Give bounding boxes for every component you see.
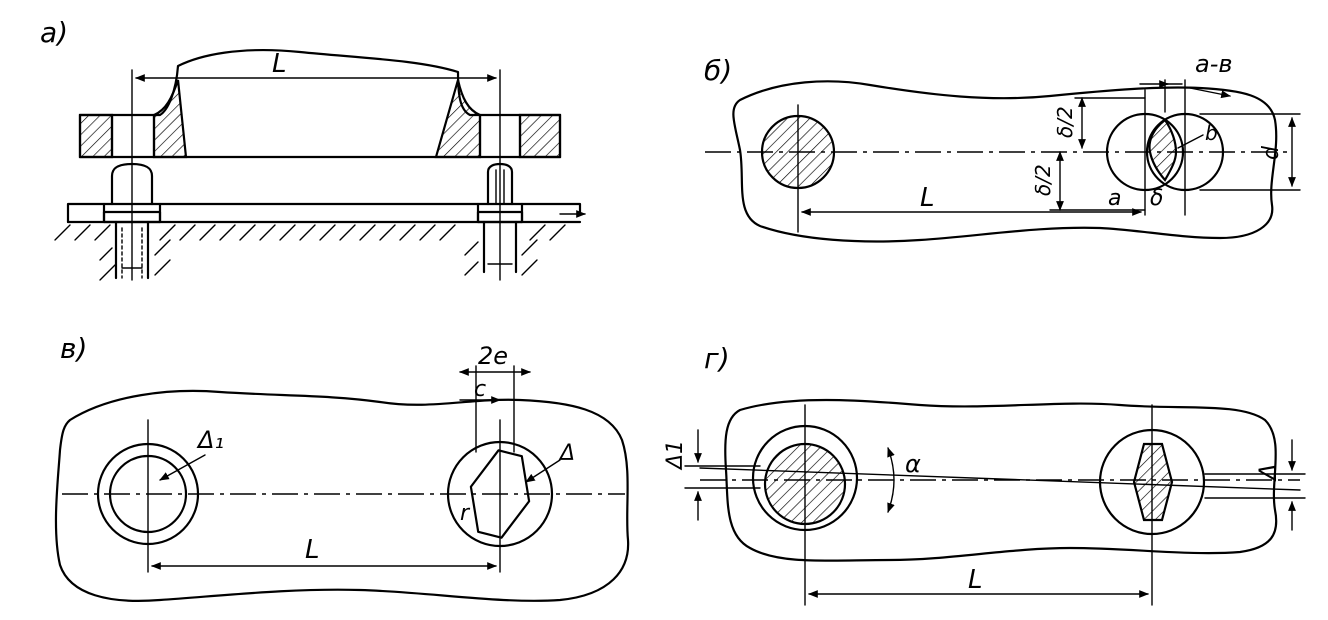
overlap-hatch-b bbox=[1148, 118, 1178, 182]
workpiece-outline-v bbox=[54, 389, 630, 602]
hatch-right-outer bbox=[518, 113, 562, 159]
panel-g-label: г) bbox=[704, 342, 730, 375]
panel-a-label: a) bbox=[40, 16, 68, 49]
dim-delta-b: δ bbox=[1150, 186, 1163, 211]
label-delta-g: Δ bbox=[1254, 464, 1282, 482]
label-b: b bbox=[1205, 121, 1218, 145]
workpiece-section bbox=[78, 49, 562, 159]
dim-2e: 2e bbox=[478, 342, 508, 370]
panel-b-label: б) bbox=[704, 54, 732, 87]
dim-c: c bbox=[474, 377, 486, 402]
workpiece-outline-g bbox=[724, 398, 1278, 562]
dim-a-minus-v: a-в bbox=[1195, 50, 1233, 78]
diamond-pin-g bbox=[1132, 442, 1174, 522]
label-d: d bbox=[1259, 145, 1284, 160]
label-delta-v: Δ bbox=[558, 441, 575, 466]
diamond-pin-a bbox=[476, 162, 524, 274]
panel-v: в) Δ₁ 2e c Δ r L bbox=[54, 332, 630, 602]
dim-L-label-g: L bbox=[968, 565, 983, 595]
workpiece-outline-b bbox=[732, 80, 1278, 243]
label-alpha: α bbox=[905, 450, 921, 478]
diamond-pin-v bbox=[469, 449, 531, 539]
dim-delta-half-bottom: δ/2 bbox=[1031, 164, 1055, 196]
dim-L-label-v: L bbox=[305, 535, 320, 565]
dim-delta-half-top: δ/2 bbox=[1053, 106, 1077, 138]
base-hatching bbox=[54, 224, 566, 281]
label-delta1-v: Δ₁ bbox=[196, 426, 224, 454]
label-r-v: r bbox=[460, 501, 471, 526]
panel-v-label: в) bbox=[60, 332, 87, 365]
hatch-left-outer bbox=[78, 113, 114, 159]
fixture-plate bbox=[66, 202, 582, 224]
panel-a: a) L bbox=[40, 16, 586, 281]
panel-g: г) Δ1 α Δ L bbox=[663, 342, 1306, 606]
label-delta1-g: Δ1 bbox=[663, 440, 688, 471]
cylindrical-pin-a bbox=[102, 162, 162, 280]
label-a: a bbox=[1108, 186, 1121, 211]
dim-L-label-b: L bbox=[920, 183, 935, 213]
hatch-right-inner bbox=[434, 79, 482, 159]
panel-b: б) a-в δ/2 δ/2 b a δ d bbox=[704, 50, 1301, 243]
dim-L-label-a: L bbox=[272, 49, 287, 79]
hatch-left-inner bbox=[152, 79, 188, 159]
